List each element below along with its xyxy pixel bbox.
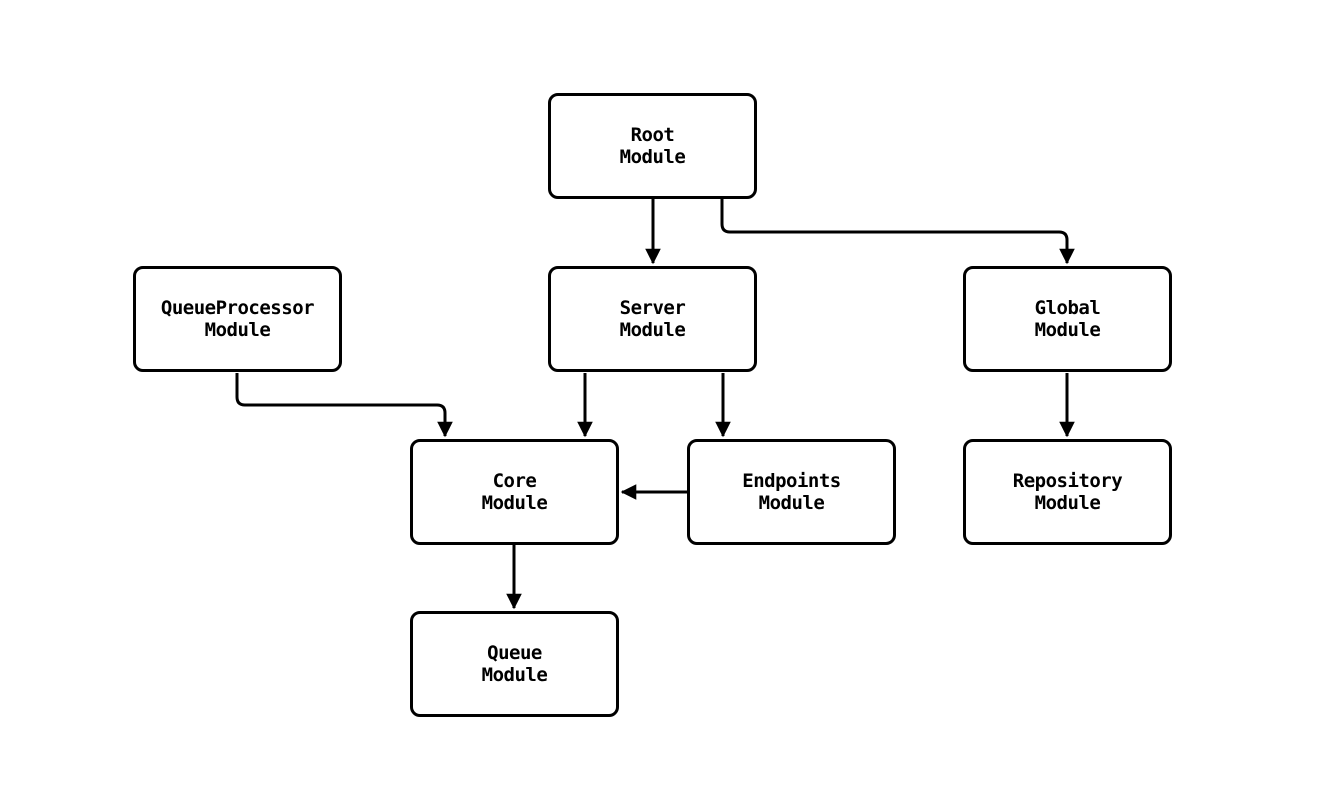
node-queueprocessor-module: QueueProcessor Module xyxy=(133,266,342,372)
node-repository-module-label: Repository Module xyxy=(1012,470,1123,514)
node-core-module-label: Core Module xyxy=(481,470,548,514)
node-endpoints-module-label: Endpoints Module xyxy=(742,470,841,514)
edge-root-to-global xyxy=(720,198,1075,265)
node-server-module: Server Module xyxy=(548,266,757,372)
node-server-module-label: Server Module xyxy=(619,297,686,341)
node-endpoints-module: Endpoints Module xyxy=(687,439,896,545)
node-root-module: Root Module xyxy=(548,93,757,199)
node-queue-module-label: Queue Module xyxy=(481,642,548,686)
node-queueprocessor-module-label: QueueProcessor Module xyxy=(160,297,315,341)
node-repository-module: Repository Module xyxy=(963,439,1172,545)
node-root-module-label: Root Module xyxy=(619,124,686,168)
node-queue-module: Queue Module xyxy=(410,611,619,717)
node-global-module-label: Global Module xyxy=(1034,297,1101,341)
edge-queueprocessor-to-core xyxy=(235,373,453,438)
node-global-module: Global Module xyxy=(963,266,1172,372)
node-core-module: Core Module xyxy=(410,439,619,545)
